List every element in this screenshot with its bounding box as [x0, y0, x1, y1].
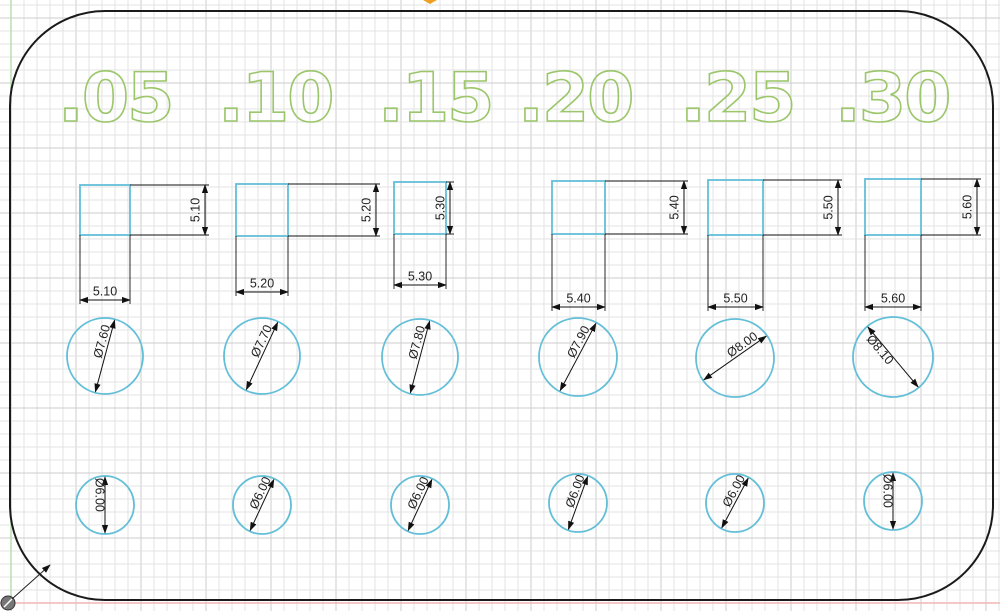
large-hole-dimension-line	[867, 326, 919, 388]
test-columns: .055.105.10Ø7.60Ø6.00.105.205.20Ø7.70Ø6.…	[57, 58, 981, 535]
small-hole[interactable]: Ø6.00	[705, 473, 765, 533]
tolerance-label[interactable]: .20	[517, 58, 635, 139]
large-hole[interactable]: Ø7.90	[538, 317, 618, 397]
height-dimension[interactable]: 5.30	[433, 196, 447, 220]
small-hole-dimension[interactable]: Ø6.00	[93, 478, 107, 512]
plate-outline[interactable]	[9, 10, 994, 601]
small-hole-dimension[interactable]: Ø6.00	[405, 475, 432, 512]
tolerance-label[interactable]: .05	[57, 58, 175, 139]
width-dimension-group: 5.60	[864, 235, 922, 311]
height-dimension-group: 5.50	[763, 179, 842, 236]
small-hole[interactable]: Ø6.00	[75, 475, 135, 535]
large-hole-dimension[interactable]: Ø7.90	[564, 323, 592, 360]
width-dimension[interactable]: 5.60	[881, 291, 905, 305]
height-dimension-group: 5.40	[605, 180, 688, 235]
small-hole-dimension[interactable]: Ø6.00	[720, 473, 748, 510]
origin-marker-icon	[423, 0, 437, 4]
width-dimension-group: 5.30	[393, 234, 447, 289]
square-profile[interactable]	[864, 178, 922, 236]
large-hole[interactable]: Ø7.80	[381, 318, 459, 396]
large-hole-dimension-line	[559, 322, 597, 392]
height-dimension[interactable]: 5.50	[821, 195, 835, 219]
height-dimension[interactable]: 5.60	[960, 195, 974, 219]
tolerance-label[interactable]: .30	[834, 58, 952, 139]
large-hole-dimension[interactable]: Ø7.60	[91, 323, 113, 360]
view-corner-indicator-icon[interactable]	[0, 564, 51, 611]
height-dimension-group: 5.60	[921, 178, 981, 236]
small-hole-dimension[interactable]: Ø6.00	[563, 473, 588, 510]
large-hole[interactable]: Ø8.00	[695, 318, 775, 398]
height-dimension-group: 5.30	[433, 181, 454, 235]
square-profile[interactable]	[235, 183, 289, 237]
square-profile[interactable]	[551, 180, 606, 235]
small-hole[interactable]: Ø6.00	[863, 471, 923, 531]
square-profile[interactable]	[79, 184, 131, 236]
width-dimension[interactable]: 5.50	[723, 291, 747, 305]
height-dimension[interactable]: 5.10	[188, 198, 202, 222]
small-hole-dimension[interactable]: Ø6.00	[881, 474, 895, 508]
small-hole-dimension-line	[567, 475, 589, 531]
width-dimension[interactable]: 5.10	[93, 284, 117, 298]
small-hole[interactable]: Ø6.00	[548, 473, 608, 533]
height-dimension-group: 5.20	[288, 183, 380, 237]
small-hole-dimension[interactable]: Ø6.00	[247, 475, 274, 512]
height-dimension[interactable]: 5.20	[359, 198, 373, 222]
height-dimension-group: 5.10	[130, 184, 209, 236]
tolerance-label[interactable]: .15	[377, 58, 495, 139]
height-dimension[interactable]: 5.40	[667, 195, 681, 219]
width-dimension-group: 5.10	[79, 235, 131, 304]
width-dimension[interactable]: 5.20	[250, 276, 274, 290]
large-hole-dimension-line	[409, 320, 431, 394]
small-hole-dimension-line	[407, 478, 433, 532]
large-hole-dimension-line	[703, 335, 767, 381]
tolerance-label[interactable]: .25	[679, 58, 797, 139]
width-dimension[interactable]: 5.30	[408, 269, 432, 283]
square-profile[interactable]	[393, 181, 447, 235]
width-dimension-group: 5.50	[707, 235, 764, 311]
square-profile[interactable]	[707, 179, 764, 236]
tolerance-label[interactable]: .10	[217, 58, 335, 139]
large-hole-dimension-line	[94, 319, 116, 393]
small-hole-dimension-line	[721, 477, 749, 529]
small-hole-dimension-line	[249, 478, 275, 532]
large-hole-dimension-line	[245, 321, 279, 391]
width-dimension[interactable]: 5.40	[566, 291, 590, 305]
width-dimension-group: 5.40	[551, 234, 606, 311]
width-dimension-group: 5.20	[235, 236, 289, 296]
